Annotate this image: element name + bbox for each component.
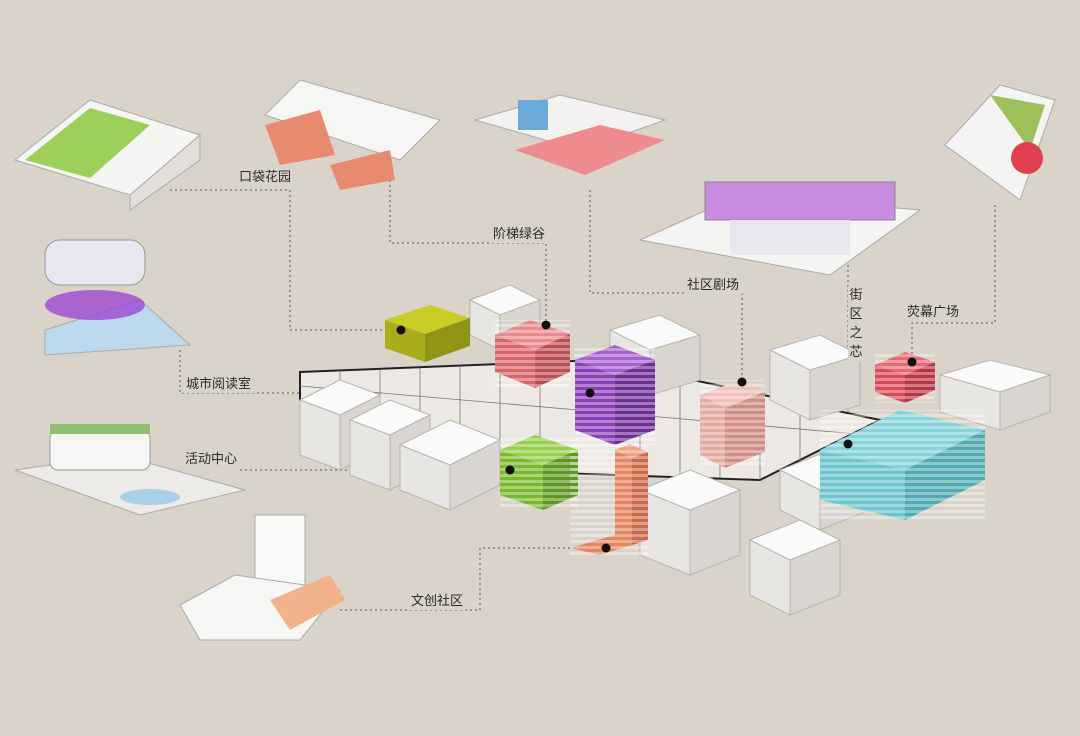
zone-city-reading-room [820, 410, 985, 520]
label-street-core: 街区之芯 [848, 286, 864, 362]
label-screen-plaza: 荧幕广场 [904, 305, 963, 321]
vignette-stepped-valley [264, 79, 441, 190]
zone-creative-community [570, 444, 648, 555]
vignette-creative-community [179, 514, 345, 641]
marker-dot-screen-plaza [907, 357, 917, 367]
zone-pocket-garden [385, 305, 470, 362]
zone-stepped-valley [495, 320, 570, 390]
vignette-street-core [638, 181, 922, 276]
zone-street-core [575, 345, 655, 445]
zone-screen-plaza [875, 352, 935, 403]
white-block [938, 359, 1052, 431]
white-block [748, 519, 842, 616]
vignette-activity-center [14, 424, 247, 516]
vignette-screen-plaza [944, 84, 1056, 201]
label-stepped-valley: 阶梯绿谷 [490, 227, 549, 243]
vignette-city-reading-room [44, 239, 192, 356]
marker-dot-stepped-valley [541, 320, 551, 330]
marker-dot-activity-center [505, 465, 515, 475]
vignette-community-theater [473, 94, 667, 175]
marker-dot-city-reading-room [843, 439, 853, 449]
white-block [398, 419, 502, 511]
label-community-theater: 社区剧场 [684, 278, 743, 294]
vignette-pocket-garden [13, 99, 202, 211]
label-pocket-garden: 口袋花园 [236, 170, 295, 186]
marker-dot-pocket-garden [396, 325, 406, 335]
marker-dot-community-theater [737, 377, 747, 387]
zone-activity-center [500, 435, 578, 510]
white-block [638, 469, 742, 576]
label-city-reading-room: 城市阅读室 [183, 377, 255, 393]
marker-dot-street-core [585, 388, 595, 398]
zone-volumes [385, 305, 985, 555]
marker-dots [396, 320, 917, 553]
label-activity-center: 活动中心 [182, 452, 241, 468]
zone-community-theater [700, 380, 765, 468]
white-block [768, 334, 862, 421]
marker-dot-creative-community [601, 543, 611, 553]
label-creative-community: 文创社区 [408, 594, 467, 610]
